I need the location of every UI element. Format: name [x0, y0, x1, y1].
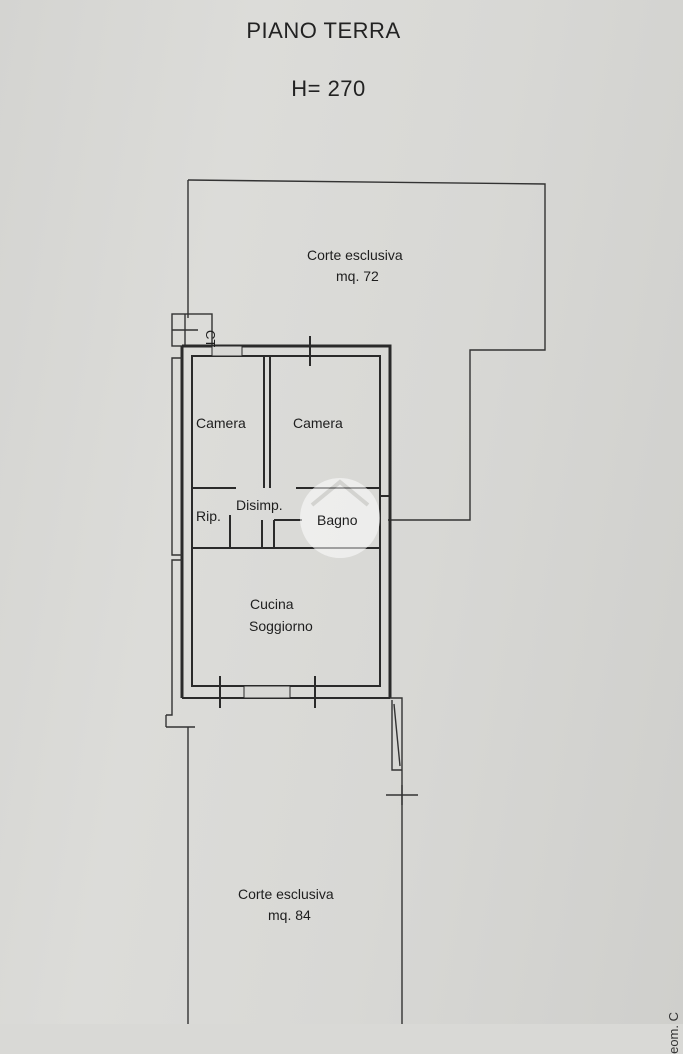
bagno-label: Bagno — [317, 512, 358, 528]
camera-left-label: Camera — [196, 415, 246, 431]
ct-label: CT — [203, 330, 218, 347]
watermark-logo — [300, 478, 380, 558]
corte-top-area: mq. 72 — [336, 268, 379, 284]
floor-title: PIANO TERRA — [246, 18, 401, 43]
rip-label: Rip. — [196, 508, 221, 524]
building-walls — [180, 336, 392, 699]
disimp-label: Disimp. — [236, 497, 283, 513]
corte-top-name: Corte esclusiva — [307, 247, 403, 263]
ceiling-height: H= 270 — [291, 76, 366, 101]
left-wall-stubs — [165, 357, 195, 728]
corte-bottom-outline — [187, 697, 418, 1024]
soggiorno-label: Soggiorno — [249, 618, 313, 634]
bottom-windows — [219, 676, 316, 708]
camera-right-label: Camera — [293, 415, 343, 431]
cucina-label: Cucina — [250, 596, 294, 612]
corte-bottom-area: mq. 84 — [268, 907, 311, 923]
corner-stamp-text: eom. C — [666, 1012, 681, 1054]
corte-bottom-name: Corte esclusiva — [238, 886, 334, 902]
corte-top-outline — [187, 179, 546, 521]
floor-plan: Corte esclusiva mq. 72 Camera Camera Dis… — [165, 179, 546, 1024]
